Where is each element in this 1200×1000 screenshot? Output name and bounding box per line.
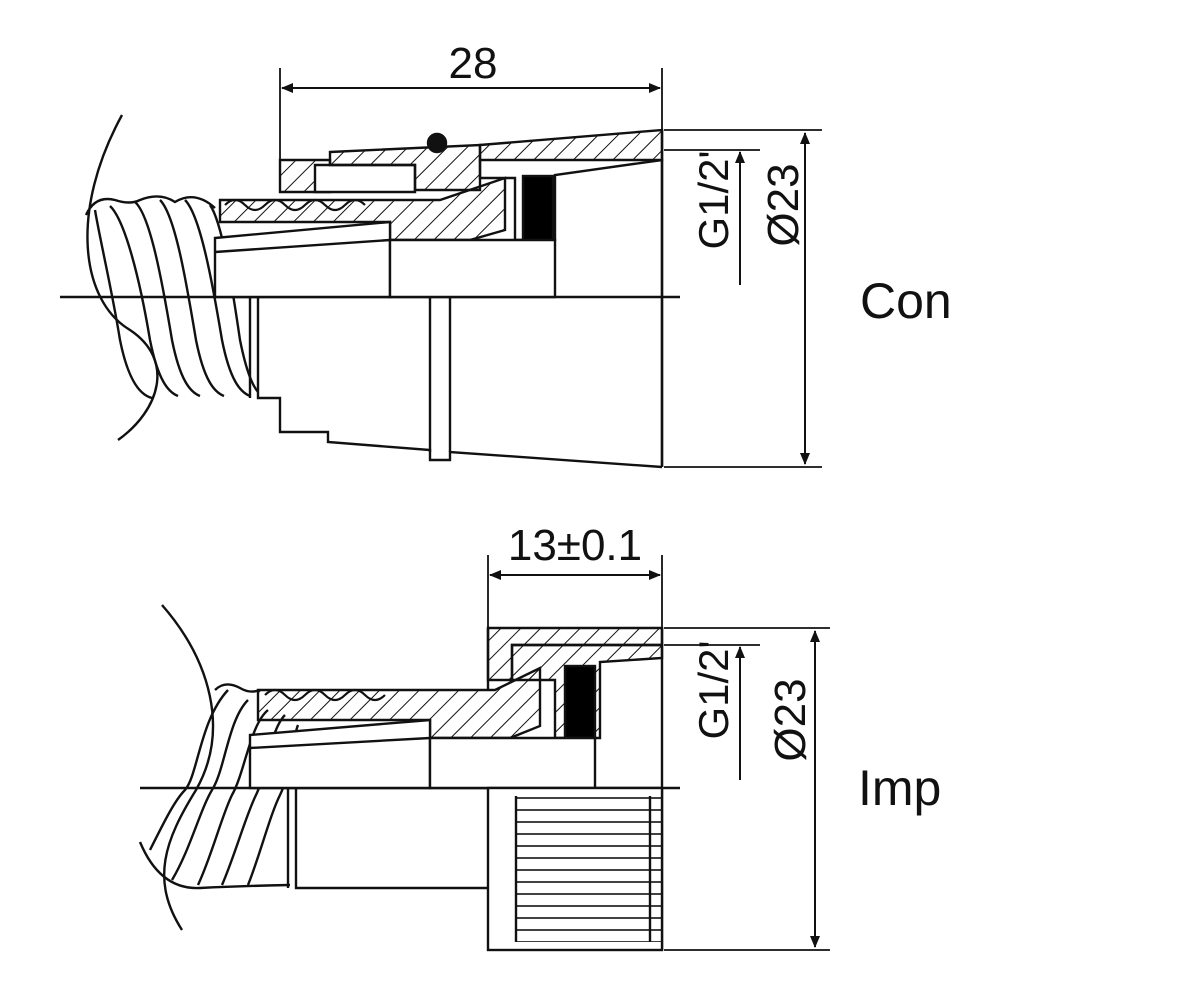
imp-fitting: [138, 555, 830, 952]
imp-length-dimension: 13±0.1: [508, 521, 642, 570]
imp-diameter-dimension: Ø23: [766, 678, 815, 761]
con-hose-break-line: [86, 114, 159, 441]
con-outer-profile: [256, 297, 663, 469]
con-fitting: [60, 68, 822, 469]
con-oring: [426, 132, 448, 154]
imp-knurl-ribs: [516, 796, 662, 942]
con-hose-corrugations: [84, 195, 259, 400]
imp-hose-corrugations: [138, 683, 300, 890]
con-seal: [521, 174, 555, 244]
imp-label: Imp: [858, 760, 941, 816]
imp-seal: [563, 664, 597, 740]
con-length-dimension: 28: [449, 39, 498, 88]
con-label: Con: [860, 273, 952, 329]
con-thread-dimension: G1/2': [690, 150, 737, 249]
imp-hose-break-line: [161, 604, 215, 931]
con-diameter-dimension: Ø23: [759, 163, 808, 246]
imp-thread-dimension: G1/2': [690, 640, 737, 739]
